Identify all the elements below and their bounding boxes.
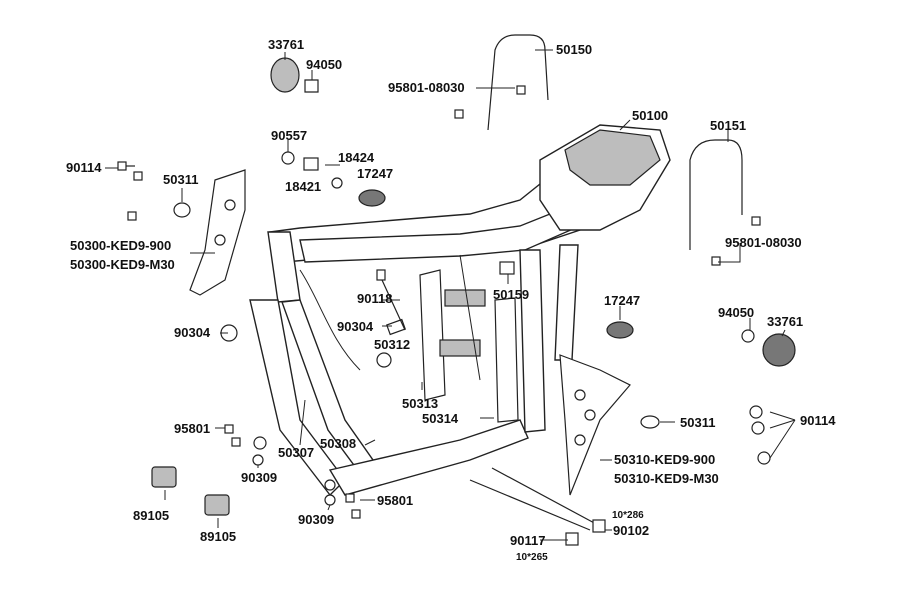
label-50151: 50151 xyxy=(710,118,746,133)
label-33761-b: 33761 xyxy=(767,314,803,329)
label-size-286: 10*286 xyxy=(612,510,644,521)
label-33761-a: 33761 xyxy=(268,37,304,52)
label-95801-b: 95801 xyxy=(377,493,413,508)
label-18424: 18424 xyxy=(338,150,375,165)
grommet-17247-top xyxy=(358,189,386,207)
label-89105-b: 89105 xyxy=(200,529,236,544)
leader-lines xyxy=(105,49,796,541)
label-50310-ked9-m30: 50310-KED9-M30 xyxy=(614,471,719,486)
label-50312: 50312 xyxy=(374,337,410,352)
nut-94050-top xyxy=(304,79,319,93)
label-50159: 50159 xyxy=(493,287,529,302)
left-side-cover xyxy=(189,169,246,296)
main-frame xyxy=(249,124,671,497)
label-50311-b: 50311 xyxy=(680,415,715,430)
label-50314: 50314 xyxy=(422,411,459,426)
block-89105-b xyxy=(204,494,230,516)
label-94050-a: 94050 xyxy=(306,57,342,72)
block-89105-a xyxy=(151,466,177,488)
part-labels: 33761 94050 50150 95801-08030 50100 5015… xyxy=(66,37,836,563)
label-50300-ked9-m30: 50300-KED9-M30 xyxy=(70,257,175,272)
label-90304-b: 90304 xyxy=(337,319,374,334)
label-18421: 18421 xyxy=(285,179,321,194)
label-90114-b: 90114 xyxy=(800,413,836,428)
label-90118: 90118 xyxy=(357,291,392,306)
label-90557: 90557 xyxy=(271,128,307,143)
label-90309-b: 90309 xyxy=(298,512,334,527)
label-50100: 50100 xyxy=(632,108,668,123)
label-90309-a: 90309 xyxy=(241,470,277,485)
reflector-top xyxy=(270,57,300,93)
label-50308: 50308 xyxy=(320,436,356,451)
label-90117: 90117 xyxy=(510,533,545,548)
label-95801-08030-a: 95801-08030 xyxy=(388,80,465,95)
label-90304-a: 90304 xyxy=(174,325,211,340)
label-17247-b: 17247 xyxy=(604,293,640,308)
label-90114-a: 90114 xyxy=(66,160,102,175)
label-90102: 90102 xyxy=(613,523,649,538)
washer-50311-right xyxy=(640,415,660,429)
label-50313: 50313 xyxy=(402,396,438,411)
grab-bar-right xyxy=(689,139,743,250)
reflector-right xyxy=(762,333,796,367)
label-94050-b: 94050 xyxy=(718,305,754,320)
label-50300-ked9-900: 50300-KED9-900 xyxy=(70,238,171,253)
grab-bar-top xyxy=(487,34,549,131)
label-50310-ked9-900: 50310-KED9-900 xyxy=(614,452,715,467)
label-50307: 50307 xyxy=(278,445,314,460)
label-size-265: 10*265 xyxy=(516,552,548,563)
label-50311-a: 50311 xyxy=(163,172,198,187)
label-17247-a: 17247 xyxy=(357,166,393,181)
grommet-17247-right xyxy=(606,321,634,339)
label-50150: 50150 xyxy=(556,42,592,57)
label-95801-a: 95801 xyxy=(174,421,210,436)
label-89105-a: 89105 xyxy=(133,508,169,523)
label-95801-08030-b: 95801-08030 xyxy=(725,235,802,250)
